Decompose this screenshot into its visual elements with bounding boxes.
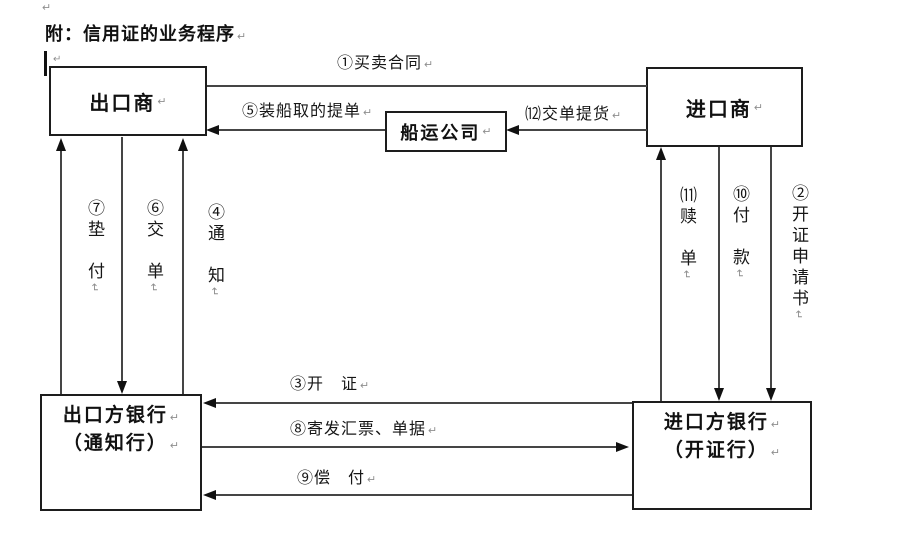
line-advance-payment [60,150,62,394]
paragraph-mark: ↵ [169,412,180,424]
label-present-docs-take-delivery: ⑿交单提货↵ [525,106,622,123]
label-redeem-documents: ⑾赎 单↵ [677,186,696,280]
paragraph-mark: ↵ [424,59,434,71]
paragraph-mark: ↵ [367,474,377,486]
page-title: 附：信用证的业务程序↵ [45,24,247,44]
paragraph-mark: ↵ [157,95,167,108]
arrowhead-payment-down [714,388,724,401]
node-exporter: 出口商↵ [49,66,207,136]
paragraph-mark: ↵ [792,310,804,320]
arrowhead-redeem-documents-up [656,147,666,160]
label-sales-contract: ①买卖合同↵ [337,55,434,72]
paragraph-mark: ↵ [733,269,745,279]
line-sales-contract [207,85,647,87]
paragraph-mark: ↵ [237,31,247,43]
arrowhead-present-documents-down [117,381,127,394]
label-advance-payment: ⑦垫 付↵ [85,199,104,293]
line-present-docs-take-delivery [512,129,647,131]
arrowhead-issue-lc-left [203,398,216,408]
arrowhead-advance-payment-up [56,138,66,151]
arrowhead-take-delivery-left [506,125,519,135]
text-cursor [44,51,47,76]
node-importer-bank-line1: 进口方银行↵ [663,412,781,433]
label-bill-of-lading: ⑤装船取的提单↵ [242,103,373,120]
line-advise [182,150,184,394]
line-bill-of-lading [212,129,385,131]
arrowhead-reimburse-left [203,490,216,500]
paragraph-mark: ↵ [770,447,781,459]
line-payment [718,147,720,389]
paragraph-mark: ↵ [363,107,373,119]
label-present-documents: ⑥交 单↵ [144,199,163,293]
label-send-draft-documents: ⑧寄发汇票、单据↵ [290,421,438,438]
line-reimburse [206,494,632,496]
paragraph-mark: ↵ [770,419,781,431]
line-lc-application [770,147,772,389]
paragraph-mark: ↵ [360,380,370,392]
paragraph-mark: ↵ [42,2,52,14]
arrowhead-lc-application-down [766,388,776,401]
paragraph-mark: ↵ [53,54,62,65]
label-payment: ⑩付 款↵ [730,185,749,279]
line-issue-lc [206,402,632,404]
node-shipping-company-label: 船运公司 [400,122,481,143]
node-importer: 进口商↵ [646,67,803,147]
arrowhead-advise-up [178,138,188,151]
label-advise: ④通 知↵ [205,203,224,297]
label-issue-lc: ③开 证↵ [290,376,370,393]
paragraph-mark: ↵ [428,425,438,437]
line-present-documents [121,137,123,383]
paragraph-mark: ↵ [169,440,180,452]
label-reimburse: ⑨偿 付↵ [297,470,377,487]
node-importer-bank: 进口方银行↵ （开证行）↵ [632,401,812,510]
line-send-draft-documents [202,446,622,448]
node-exporter-bank-line1: 出口方银行↵ [62,405,180,426]
label-lc-application: ②开证申请书↵ [789,184,808,320]
arrowhead-send-documents-right [616,442,629,452]
node-exporter-bank: 出口方银行↵ （通知行）↵ [40,394,202,511]
node-importer-bank-line2: （开证行）↵ [663,440,781,461]
node-importer-label: 进口商 [685,98,752,121]
paragraph-mark: ↵ [147,283,159,293]
line-redeem-documents [660,159,662,401]
paragraph-mark: ↵ [753,101,764,114]
node-exporter-label: 出口商 [89,92,156,115]
paragraph-mark: ↵ [208,287,220,297]
paragraph-mark: ↵ [88,283,100,293]
paragraph-mark: ↵ [612,110,622,122]
node-shipping-company: 船运公司↵ [385,111,507,152]
paragraph-mark: ↵ [482,126,492,138]
arrowhead-bill-of-lading-left [206,125,219,135]
paragraph-mark: ↵ [680,270,692,280]
node-exporter-bank-line2: （通知行）↵ [62,433,180,454]
